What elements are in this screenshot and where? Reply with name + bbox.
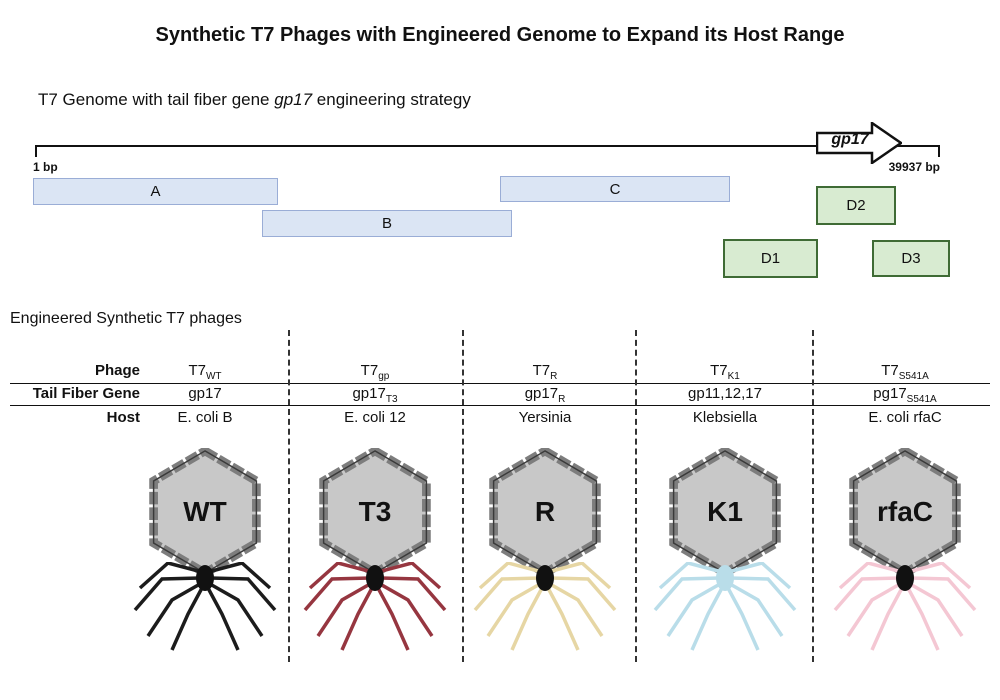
tail-fiber-gene: gp17R — [460, 385, 630, 405]
table-divider-top — [10, 383, 990, 384]
gene-sub: T3 — [385, 394, 398, 405]
phage-name: T7R — [460, 362, 630, 382]
genome-region-c: C — [500, 176, 730, 202]
phage-name-base: T7 — [188, 362, 206, 379]
phage-name-base: T7 — [360, 362, 379, 379]
tail-fiber-gene: gp17 — [120, 385, 290, 405]
gene-base: gp17 — [188, 385, 222, 402]
tail-fiber-icon — [833, 562, 977, 651]
phage-name-sub: WT — [205, 371, 222, 382]
genome-region-d2: D2 — [816, 186, 896, 225]
genome-region-d1: D1 — [723, 239, 818, 278]
genome-region-d3: D3 — [872, 240, 950, 277]
host-name: E. coli rfaC — [868, 409, 942, 426]
gp17-gene-arrow-icon — [816, 122, 902, 164]
phage-name-sub: K1 — [727, 371, 740, 382]
genome-region-a: A — [33, 178, 278, 205]
host-name: Yersinia — [518, 409, 572, 426]
tail-fiber-gene: pg17S541A — [820, 385, 990, 405]
gene-base: gp17 — [524, 385, 559, 402]
host-name: E. coli B — [177, 409, 233, 426]
phage-name-base: T7 — [881, 362, 899, 379]
tail-fiber-gene: gp11,12,17 — [640, 385, 810, 405]
row-label-gene: Tail Fiber Gene — [32, 385, 140, 402]
genome-heading-suffix: engineering strategy — [312, 90, 471, 109]
phage-name-base: T7 — [710, 362, 728, 379]
column-separator — [635, 330, 637, 662]
phage-name-base: T7 — [532, 362, 551, 379]
row-label-host: Host — [106, 409, 140, 426]
genome-heading-gene: gp17 — [274, 90, 313, 109]
genome-end-tick — [938, 145, 940, 157]
capsid-label: T3 — [358, 496, 392, 527]
genome-start-label: 1 bp — [33, 160, 58, 174]
genome-heading-prefix: T7 Genome with tail fiber gene — [38, 90, 275, 109]
tail-fiber-icon — [303, 562, 447, 651]
gp17-gene-arrow-label: gp17 — [831, 131, 869, 148]
capsid-label: R — [534, 496, 556, 527]
tail-fiber-icon — [473, 562, 617, 651]
column-separator — [462, 330, 464, 662]
column-separator — [288, 330, 290, 662]
table-divider-bottom — [10, 405, 990, 406]
fiber-hub — [536, 565, 554, 591]
capsid-label: WT — [183, 496, 227, 527]
genome-end-label: 39937 bp — [888, 160, 940, 174]
gene-base: gp11,12,17 — [688, 385, 762, 402]
host-name: Klebsiella — [692, 409, 758, 426]
phage-name: T7gp — [290, 362, 460, 382]
capsid-label: K1 — [707, 496, 743, 527]
gene-base: gp17 — [352, 385, 386, 402]
genome-axis-line — [35, 145, 940, 147]
host-name: E. coli 12 — [344, 409, 406, 426]
phage-name: T7WT — [120, 362, 290, 382]
gene-base: pg17 — [873, 385, 907, 402]
fiber-hub — [896, 565, 914, 591]
fiber-hub — [716, 565, 734, 591]
phage-name: T7K1 — [640, 362, 810, 382]
genome-start-tick — [35, 145, 37, 157]
tail-fiber-icon — [133, 562, 277, 651]
tail-fiber-icon — [653, 562, 797, 651]
fiber-hub — [196, 565, 214, 591]
phages-section-heading: Engineered Synthetic T7 phages — [10, 310, 242, 327]
phage-name-sub: R — [550, 371, 558, 382]
gene-sub: R — [558, 394, 566, 405]
gene-sub: S541A — [906, 394, 937, 405]
row-label-phage: Phage — [94, 362, 140, 379]
fiber-hub — [366, 565, 384, 591]
genome-region-b: B — [262, 210, 512, 237]
phage-name: T7S541A — [820, 362, 990, 382]
figure-title: Synthetic T7 Phages with Engineered Geno… — [155, 24, 845, 46]
phage-name-sub: S541A — [898, 371, 929, 382]
genome-heading: T7 Genome with tail fiber gene gp17 engi… — [38, 90, 471, 110]
column-separator — [812, 330, 814, 662]
tail-fiber-gene: gp17T3 — [290, 385, 460, 405]
phage-name-sub: gp — [378, 371, 390, 382]
capsid-label: rfaC — [876, 496, 933, 527]
